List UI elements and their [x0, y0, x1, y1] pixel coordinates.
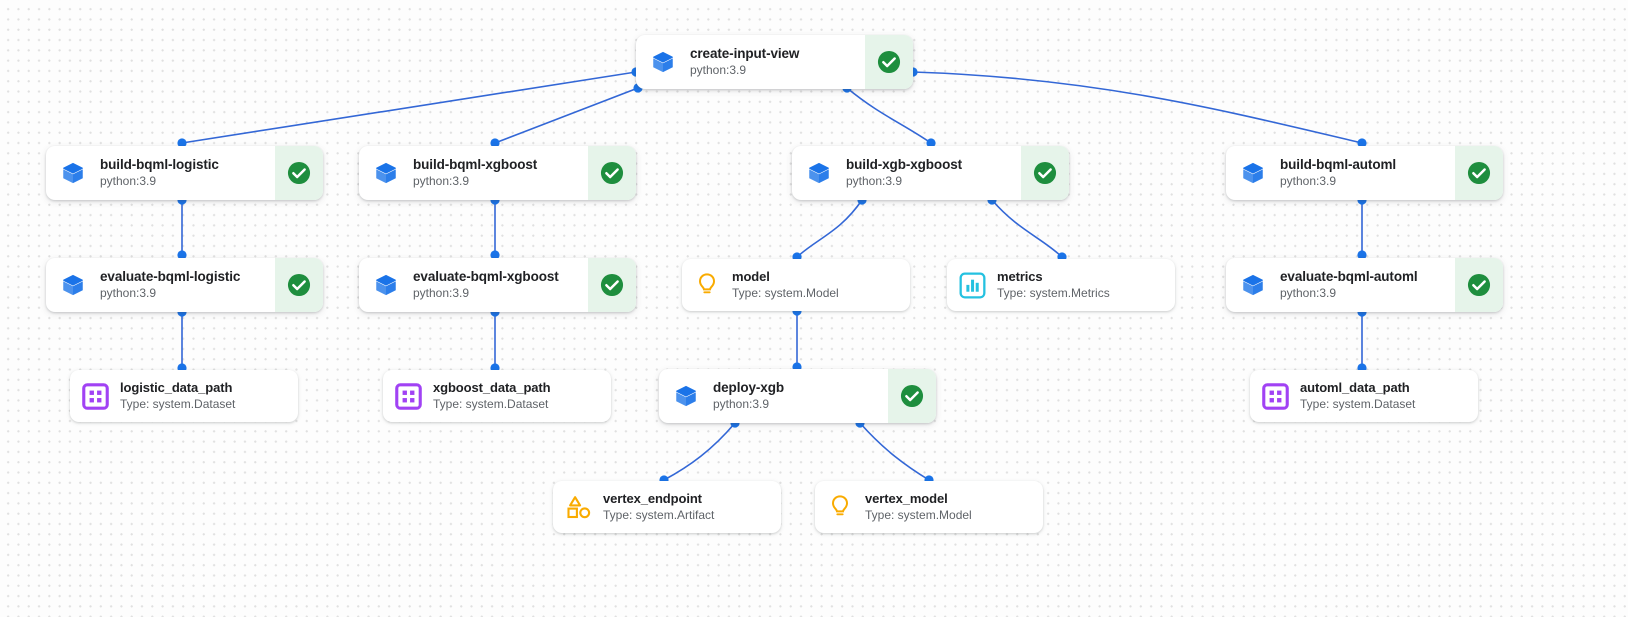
node-subtitle: Type: system.Dataset: [1300, 397, 1416, 411]
cube-icon: [46, 146, 100, 200]
status-badge-succeeded: [1021, 146, 1069, 200]
node-build-bqml-logistic[interactable]: build-bqml-logistic python:3.9: [46, 146, 323, 200]
node-evaluate-bqml-xgboost[interactable]: evaluate-bqml-xgboost python:3.9: [359, 258, 636, 312]
node-title: vertex_endpoint: [603, 491, 702, 506]
node-subtitle: python:3.9: [413, 174, 470, 188]
node-title: evaluate-bqml-xgboost: [413, 269, 559, 284]
node-title: automl_data_path: [1300, 380, 1410, 395]
cube-icon: [1226, 258, 1280, 312]
status-badge-succeeded: [588, 258, 636, 312]
node-title: metrics: [997, 269, 1043, 284]
node-subtitle: Type: system.Dataset: [433, 397, 549, 411]
node-evaluate-bqml-automl[interactable]: evaluate-bqml-automl python:3.9: [1226, 258, 1503, 312]
node-build-xgb-xgboost[interactable]: build-xgb-xgboost python:3.9: [792, 146, 1069, 200]
status-badge-succeeded: [1455, 258, 1503, 312]
node-deploy-xgb[interactable]: deploy-xgb python:3.9: [659, 369, 936, 423]
node-text: evaluate-bqml-xgboost python:3.9: [413, 258, 588, 312]
node-text: deploy-xgb python:3.9: [713, 369, 888, 423]
edge-root-to-automl: [912, 71, 1363, 144]
node-title: build-bqml-automl: [1280, 157, 1397, 172]
node-subtitle: python:3.9: [713, 397, 770, 411]
node-title: xgboost_data_path: [433, 380, 551, 395]
status-badge-succeeded: [1455, 146, 1503, 200]
edge-root-to-bqml-xgboost: [494, 87, 639, 144]
shapes-icon: [553, 481, 603, 533]
node-subtitle: python:3.9: [1280, 286, 1337, 300]
node-title: evaluate-bqml-logistic: [100, 269, 241, 284]
lightbulb-icon: [682, 259, 732, 311]
node-build-bqml-xgboost[interactable]: build-bqml-xgboost python:3.9: [359, 146, 636, 200]
cube-icon: [359, 146, 413, 200]
status-badge-succeeded: [588, 146, 636, 200]
node-subtitle: python:3.9: [100, 174, 157, 188]
node-title: build-bqml-logistic: [100, 157, 219, 172]
status-badge-succeeded: [888, 369, 936, 423]
node-title: evaluate-bqml-automl: [1280, 269, 1418, 284]
node-subtitle: python:3.9: [100, 286, 157, 300]
status-badge-succeeded: [275, 146, 323, 200]
cube-icon: [46, 258, 100, 312]
cube-icon: [792, 146, 846, 200]
dataset-grid-icon: [1250, 370, 1300, 422]
node-title: build-bqml-xgboost: [413, 157, 538, 172]
node-build-bqml-automl[interactable]: build-bqml-automl python:3.9: [1226, 146, 1503, 200]
edge-root-to-logistic: [181, 71, 637, 144]
bar-chart-icon: [947, 259, 997, 311]
status-badge-succeeded: [865, 35, 913, 89]
node-text: build-bqml-xgboost python:3.9: [413, 146, 588, 200]
node-text: build-bqml-automl python:3.9: [1280, 146, 1455, 200]
node-text: evaluate-bqml-logistic python:3.9: [100, 258, 275, 312]
node-subtitle: python:3.9: [1280, 174, 1337, 188]
node-create-input-view[interactable]: create-input-view python:3.9: [636, 35, 913, 89]
node-subtitle: Type: system.Artifact: [603, 508, 715, 522]
status-badge-succeeded: [275, 258, 323, 312]
edge-deploy-to-endpoint: [663, 422, 736, 481]
edge-deploy-to-vertex-model: [859, 422, 930, 481]
node-subtitle: python:3.9: [413, 286, 470, 300]
cube-icon: [1226, 146, 1280, 200]
node-title: deploy-xgb: [713, 380, 785, 395]
edge-xgb-to-metrics: [991, 199, 1063, 258]
dataset-grid-icon: [70, 370, 120, 422]
edge-root-to-xgb-xgboost: [846, 87, 932, 144]
node-evaluate-bqml-logistic[interactable]: evaluate-bqml-logistic python:3.9: [46, 258, 323, 312]
node-subtitle: python:3.9: [690, 63, 747, 77]
node-title: create-input-view: [690, 46, 800, 61]
node-text: build-bqml-logistic python:3.9: [100, 146, 275, 200]
cube-icon: [359, 258, 413, 312]
lightbulb-icon: [815, 481, 865, 533]
node-title: vertex_model: [865, 491, 948, 506]
node-title: build-xgb-xgboost: [846, 157, 963, 172]
node-text: evaluate-bqml-automl python:3.9: [1280, 258, 1455, 312]
node-text: build-xgb-xgboost python:3.9: [846, 146, 1021, 200]
node-subtitle: Type: system.Dataset: [120, 397, 236, 411]
edge-xgb-to-model: [796, 199, 863, 258]
node-text: create-input-view python:3.9: [690, 35, 865, 89]
node-subtitle: Type: system.Metrics: [997, 286, 1110, 300]
dataset-grid-icon: [383, 370, 433, 422]
cube-icon: [636, 35, 690, 89]
node-subtitle: python:3.9: [846, 174, 903, 188]
cube-icon: [659, 369, 713, 423]
node-title: logistic_data_path: [120, 380, 233, 395]
node-subtitle: Type: system.Model: [865, 508, 972, 522]
node-title: model: [732, 269, 770, 284]
node-subtitle: Type: system.Model: [732, 286, 839, 300]
